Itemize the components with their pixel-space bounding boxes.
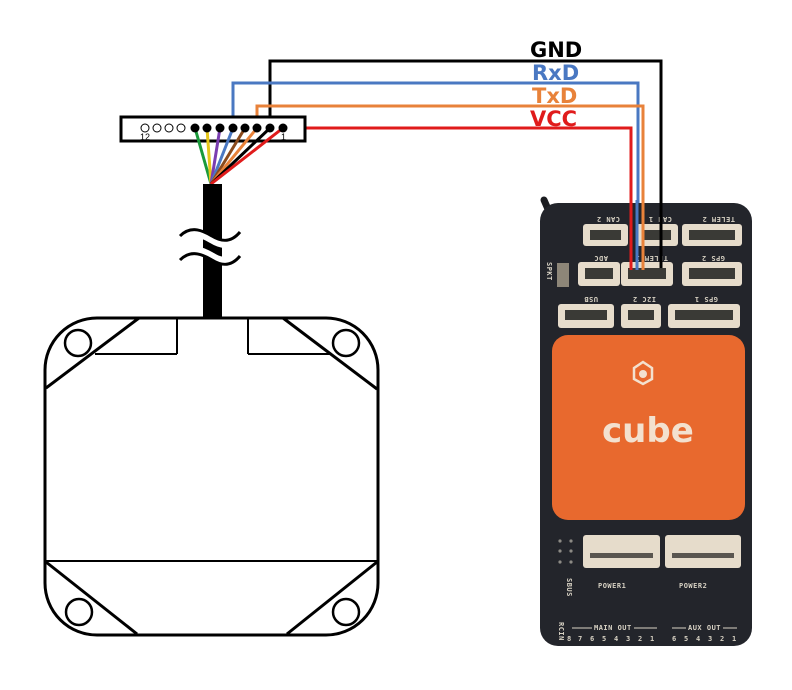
flight-controller: CAN 2 CAN 1 TELEM 2 ADC TELEM 1 GPS 2 SP…	[540, 196, 752, 646]
pin-10	[164, 123, 174, 133]
main-out-pin: 3	[626, 635, 631, 643]
aux-out-pin: 6	[672, 635, 677, 643]
mount-hole-tr	[331, 328, 361, 358]
cable-fan	[193, 126, 284, 186]
fan-wire-green	[193, 127, 213, 185]
spkt-label: SPKT	[545, 262, 553, 281]
rxd-label: RxD	[532, 61, 579, 85]
port-label-can2: CAN 2	[596, 215, 620, 223]
power1-label: POWER1	[598, 582, 626, 590]
power2-port	[665, 535, 741, 568]
port-label-gps2: GPS 2	[701, 254, 725, 262]
mount-hole-bl	[64, 597, 94, 627]
pin-label-1: 1	[281, 132, 286, 142]
fan-wire-blue	[209, 127, 235, 185]
fan-wire-yellow	[205, 127, 213, 185]
main-out-pin: 2	[638, 635, 643, 643]
cube-cover	[552, 335, 745, 520]
unused-pins	[140, 123, 186, 133]
pin-6	[215, 123, 225, 133]
port-label-telem2: TELEM 2	[702, 215, 735, 223]
wire-terminals	[629, 200, 663, 270]
port-label-telem1: TELEM 1	[635, 254, 668, 262]
port-label-adc: ADC	[594, 254, 608, 262]
mount-hole-br	[331, 597, 361, 627]
main-out-pin: 6	[590, 635, 595, 643]
sbus-header	[558, 539, 573, 564]
connector-header: 12 1	[119, 115, 307, 143]
sbus-label: SBUS	[565, 578, 573, 597]
gnd-wire	[268, 59, 663, 268]
port-label-gps1: GPS 1	[694, 295, 718, 303]
pin-11	[152, 123, 162, 133]
port-label-usb: USB	[584, 295, 598, 303]
aux-out-pin: 1	[732, 635, 737, 643]
pin-1	[278, 123, 288, 133]
spkt-port	[557, 263, 569, 287]
sensor-module	[43, 316, 380, 637]
aux-out-label: AUX OUT	[688, 624, 721, 632]
aux-out-pin: 2	[720, 635, 725, 643]
cube-brand-label: cube	[602, 411, 694, 451]
power2-label: POWER2	[679, 582, 707, 590]
aux-out-pin: 5	[684, 635, 689, 643]
pin-9	[176, 123, 186, 133]
fan-wire-red	[210, 126, 284, 186]
txd-label: TxD	[532, 84, 577, 108]
pin-12	[140, 123, 150, 133]
aux-out-pin: 3	[708, 635, 713, 643]
gnd-label: GND	[530, 38, 582, 62]
aux-out-pins: 6 5 4 3 2 1	[672, 635, 737, 643]
pin-8	[190, 123, 200, 133]
rxd-wire	[231, 81, 640, 268]
main-out-pins: 8 7 6 5 4 3 2 1	[567, 635, 655, 643]
aux-out-pin: 4	[696, 635, 701, 643]
power1-port	[583, 535, 660, 568]
main-out-pin: 1	[650, 635, 655, 643]
pin-3	[252, 123, 262, 133]
pin-4	[240, 123, 250, 133]
main-out-pin: 7	[578, 635, 583, 643]
main-out-pin: 4	[614, 635, 619, 643]
main-out-pin: 8	[567, 635, 572, 643]
vcc-label: VCC	[530, 107, 577, 131]
fan-wire-purple	[209, 127, 222, 185]
mount-hole-tl	[63, 328, 93, 358]
cable-break-icon	[177, 230, 243, 248]
pin-2	[265, 123, 275, 133]
main-out-label: MAIN OUT	[594, 624, 632, 632]
pin-5	[228, 123, 238, 133]
rcin-label: RCIN	[557, 622, 565, 641]
used-pins	[190, 123, 288, 133]
fan-wire-brown	[209, 127, 247, 185]
pin-7	[202, 123, 212, 133]
main-out-pin: 5	[602, 635, 607, 643]
pin-label-12: 12	[140, 132, 150, 142]
cable	[177, 184, 243, 318]
port-label-i2c2: I2C 2	[632, 295, 656, 303]
cube-logo-icon	[632, 360, 654, 386]
